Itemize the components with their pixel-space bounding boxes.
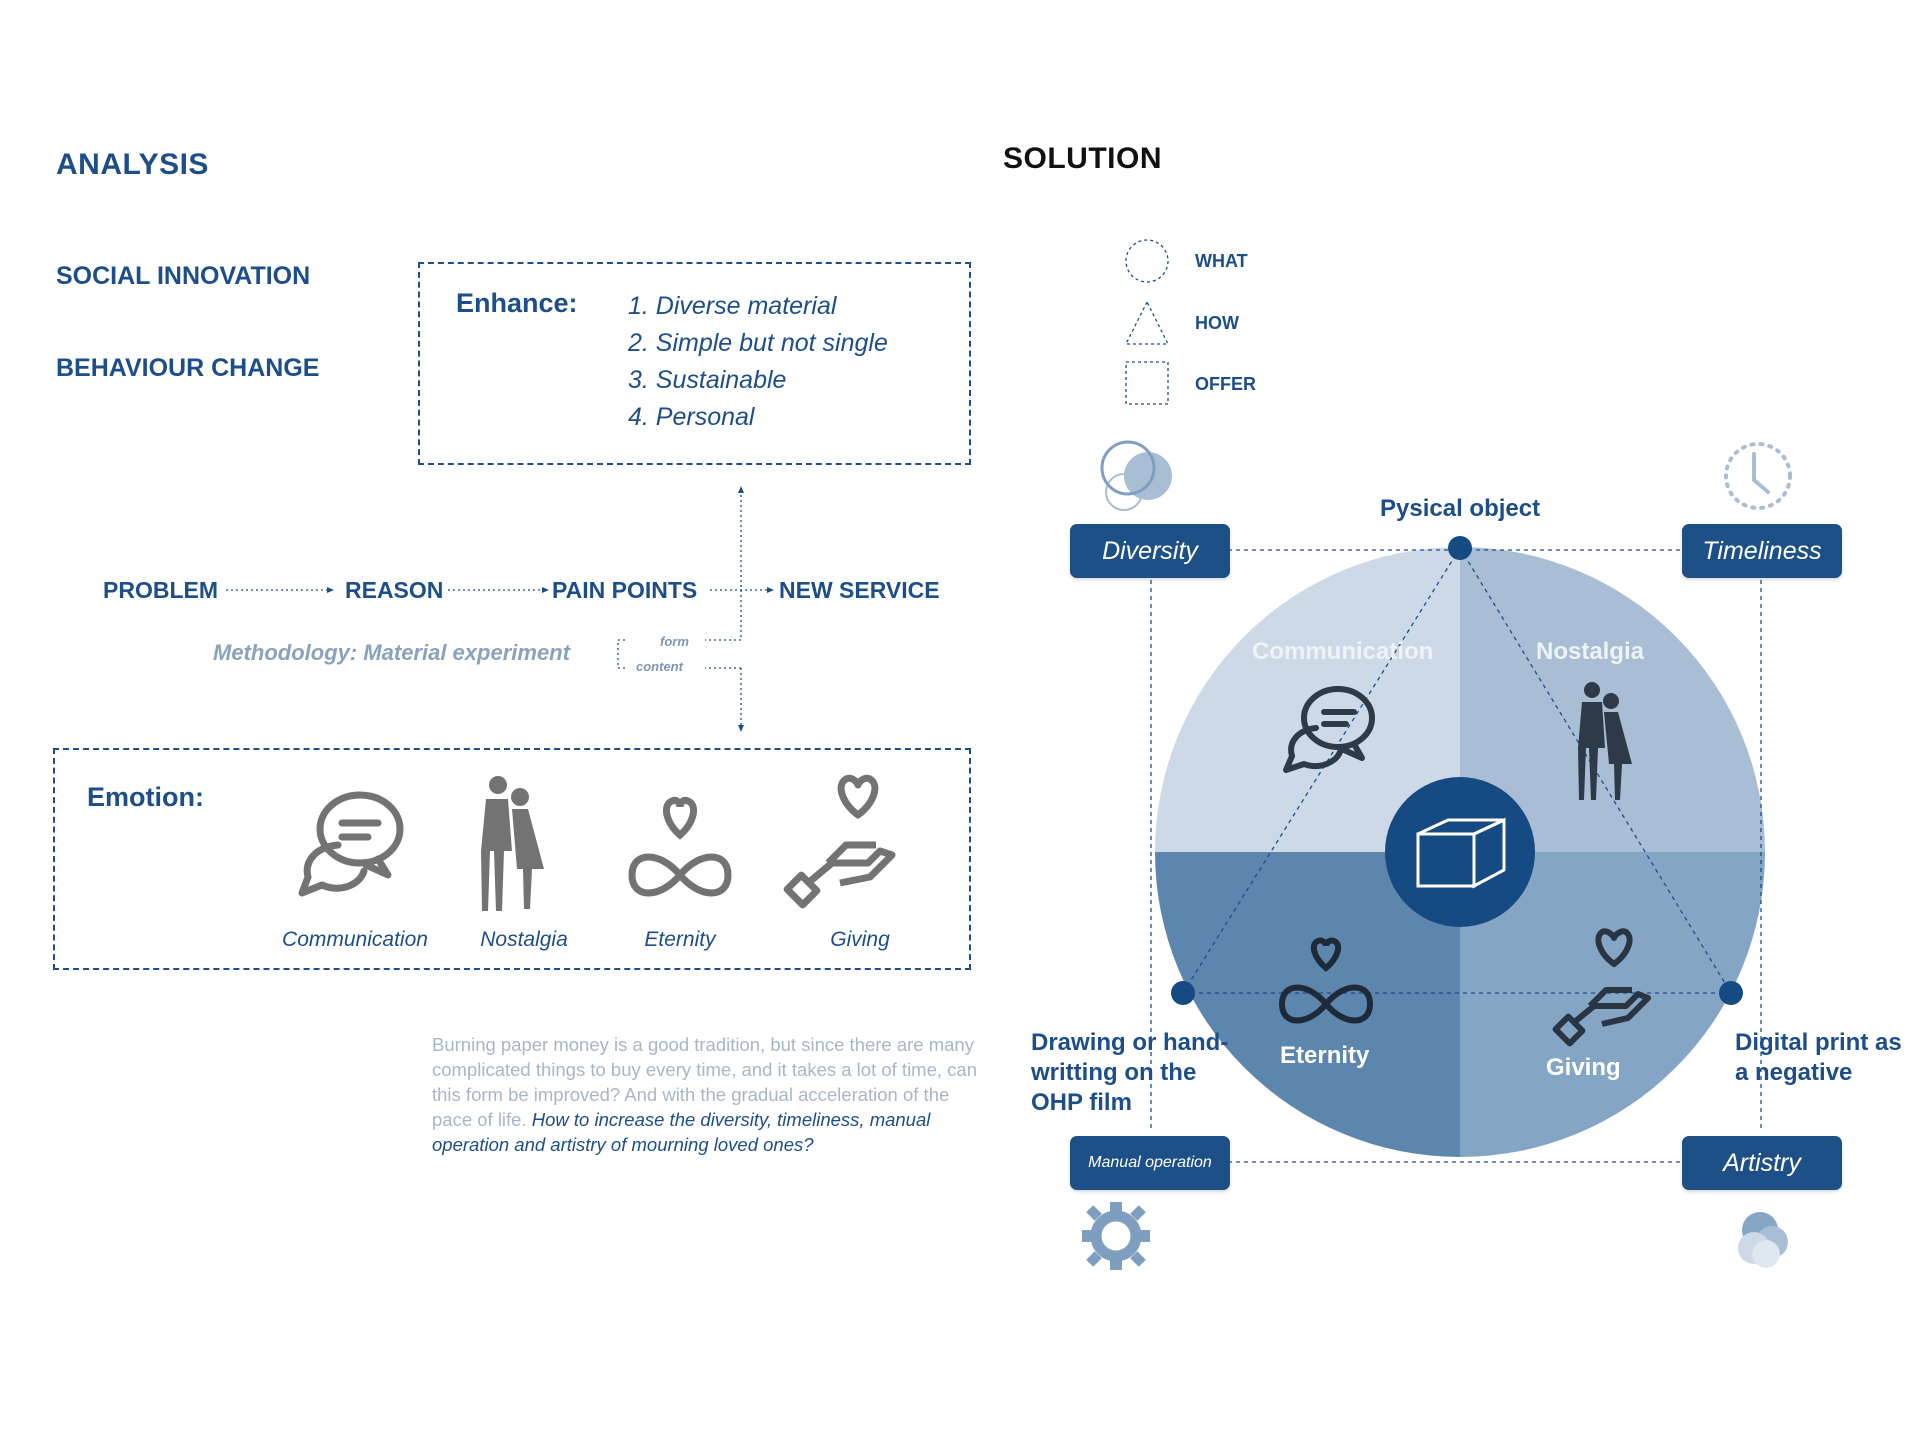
clock-icon [1724,442,1792,510]
emotion-item: Communication [282,928,428,951]
description-question: How to increase the diversity, timelines… [432,1109,931,1155]
infinity-heart-icon [1278,937,1374,1024]
speech-bubbles-icon [1283,686,1375,773]
arrow-head-icon [542,587,549,593]
right-node-label: Digital print as a negative [1735,1029,1902,1086]
timeliness-tag: Timeliness [1682,524,1842,578]
emotion-box: Emotion: [53,748,971,970]
quadrant-label: Eternity [1280,1042,1370,1069]
legend-what: WHAT [1195,251,1248,271]
circle-shape-icon [1125,239,1169,283]
node-top [1448,536,1472,560]
emotion-icons [298,774,896,911]
hand-heart-icon [1552,928,1651,1047]
emotion-label: Emotion: [87,782,204,812]
quadrant-label: Nostalgia [1536,638,1645,665]
manual-operation-tag: Manual operation [1070,1136,1230,1190]
quadrant-label: Giving [1546,1054,1621,1081]
hand-heart-icon [783,774,896,909]
top-node-label: Pysical object [1380,495,1541,522]
node-right [1719,981,1743,1005]
form-label: form [660,634,689,649]
enhance-item: 2. Simple but not single [628,329,888,357]
arrow-head-icon [327,587,334,593]
solution-diagram [1082,440,1792,1270]
pain-points-label: PAIN POINTS [552,577,698,603]
diversity-tag: Diversity [1070,524,1230,578]
solution-title: SOLUTION [1003,142,1162,175]
legend-shapes [1124,239,1170,405]
content-label: content [636,659,683,674]
enhance-item: 4. Personal [628,403,755,431]
quadrant-label: Communication [1252,638,1434,665]
description-text: Burning paper money is a good tradition,… [432,1032,977,1157]
square-shape-icon [1125,361,1169,405]
problem-label: PROBLEM [103,577,218,603]
new-service-label: NEW SERVICE [779,577,940,603]
enhance-item: 1. Diverse material [628,292,837,320]
overlapping-circles-icon [1100,440,1172,511]
triangle-shape-icon [1124,300,1170,345]
infinity-heart-icon [628,796,732,897]
emotion-item: Eternity [644,928,716,951]
analysis-title: ANALYSIS [56,148,209,181]
palette-circles-icon [1738,1212,1788,1268]
hugging-couple-icon [1578,682,1632,800]
left-node-label: Drawing or hand-writting on the OHP film [1031,1029,1229,1116]
description-plain: Burning paper money is a good tradition,… [432,1034,977,1130]
social-innovation-label: SOCIAL INNOVATION [56,262,311,290]
enhance-box: Enhance: 1. Diverse material 2. Simple b… [418,262,971,465]
arrow-head-icon [767,587,774,593]
center-circle [1385,777,1535,927]
reason-label: REASON [345,577,444,603]
arrow-up-icon [738,486,744,493]
legend-offer: OFFER [1195,374,1256,394]
enhance-item: 3. Sustainable [628,366,787,394]
enhance-list: 1. Diverse material 2. Simple but not si… [628,288,888,436]
arrow-down-icon [738,725,744,732]
node-left [1171,981,1195,1005]
flow-connectors [226,486,774,732]
legend-how: HOW [1195,313,1239,333]
enhance-label: Enhance: [456,288,578,318]
behaviour-change-label: BEHAVIOUR CHANGE [56,354,320,382]
hugging-couple-icon [481,776,544,911]
cube-icon [1416,817,1506,889]
speech-bubbles-icon [298,791,404,897]
methodology-label: Methodology: Material experiment [213,640,570,665]
emotion-item: Nostalgia [480,928,568,951]
artistry-tag: Artistry [1682,1136,1842,1190]
emotion-item: Giving [830,928,890,951]
gear-icon [1082,1202,1150,1270]
